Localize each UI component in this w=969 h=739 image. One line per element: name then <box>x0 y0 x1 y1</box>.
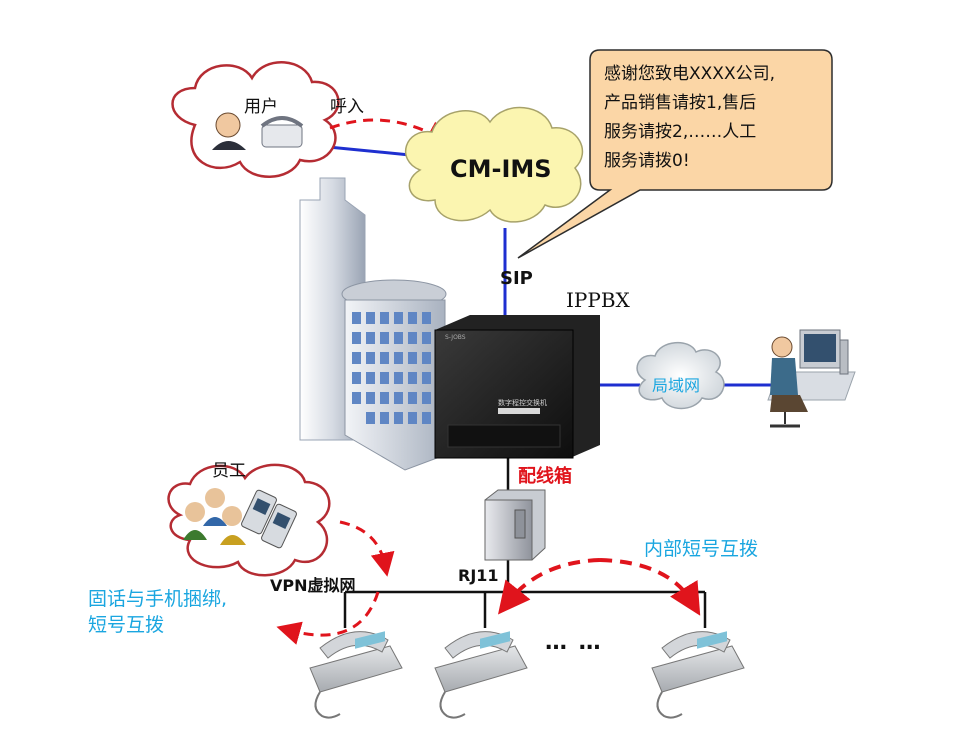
bubble-line-3: 服务请按2,……人工 <box>604 122 757 142</box>
pbx-panel-text: 数字程控交换机 <box>498 399 547 407</box>
rj11-label: RJ11 <box>458 566 499 585</box>
internal-dial-arrow-right <box>599 558 701 616</box>
mobile-phones-icon <box>241 489 297 549</box>
speech-bubble-text: 感谢您致电XXXX公司, 产品销售请按1,售后 服务请按2,……人工 服务请拨0… <box>604 60 824 176</box>
lan-label: 局域网 <box>652 376 701 395</box>
desk-phone-3 <box>651 631 745 719</box>
vpn-arrow-right <box>339 520 395 577</box>
call-in-arrow <box>329 118 451 144</box>
fixed-mobile-label-line2: 短号互拨 <box>88 614 165 636</box>
pc-workstation-icon <box>767 329 856 428</box>
bubble-line-1: 感谢您致电XXXX公司, <box>604 64 775 84</box>
employee-label: 员工 <box>212 461 246 481</box>
distribution-box-icon <box>484 489 546 561</box>
ippbx-label: IPPBX <box>566 288 630 312</box>
fixed-mobile-label-line1: 固话与手机捆绑, <box>88 588 228 610</box>
bubble-line-2: 产品销售请按1,售后 <box>604 93 757 113</box>
bubble-line-4: 服务请拨0! <box>604 151 690 171</box>
internal-dial-arrow-left <box>497 558 601 615</box>
ims-cloud <box>404 106 584 223</box>
ippbx-cabinet <box>434 315 600 459</box>
user-phone-icon <box>260 116 304 148</box>
user-cloud <box>171 61 340 178</box>
desk-phone-2 <box>434 631 528 719</box>
sip-label: SIP <box>500 268 533 289</box>
employees-icon <box>183 488 246 545</box>
lan-cloud <box>636 342 725 410</box>
internal-dial-label: 内部短号互拨 <box>644 538 759 560</box>
ims-label: CM-IMS <box>450 155 552 183</box>
pbx-brand: S-JOBS <box>445 334 466 341</box>
desk-phone-1 <box>309 631 403 719</box>
call-in-label: 呼入 <box>330 97 364 117</box>
vpn-arrow-left <box>276 591 380 645</box>
user-person-icon <box>212 112 246 150</box>
more-phones-ellipsis: … … <box>545 630 603 655</box>
office-building <box>341 279 447 471</box>
speech-bubble <box>517 49 833 259</box>
vpn-label: VPN虚拟网 <box>270 576 356 595</box>
user-label: 用户 <box>244 97 278 117</box>
distribution-box-label: 配线箱 <box>518 466 572 487</box>
